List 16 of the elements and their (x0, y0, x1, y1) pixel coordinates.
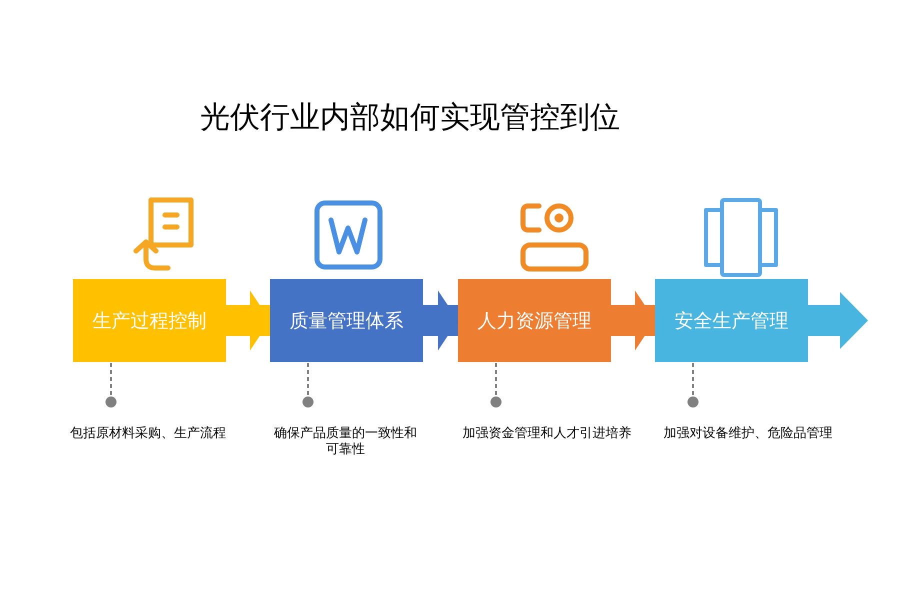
process-box: 生产过程控制 (73, 279, 226, 362)
process-box: 质量管理体系 (270, 279, 423, 362)
title: 光伏行业内部如何实现管控到位 (200, 99, 620, 137)
leader-line (106, 362, 116, 408)
note-text: 加强对设备维护、危险品管理 (648, 402, 848, 460)
block-arrow (423, 290, 458, 350)
leader-line (688, 362, 698, 408)
leader-line (490, 362, 502, 408)
process-box: 安全生产管理 (655, 279, 808, 362)
block-arrow (611, 290, 655, 350)
leader-line (302, 362, 314, 408)
block-arrow (226, 290, 270, 350)
note-text: 加强资金管理和人才引进培养 (447, 402, 647, 460)
note-text: 包括原材料采购、生产流程 (48, 402, 248, 460)
note-text: 确保产品质量的一致性和可靠性 (268, 402, 423, 460)
process-box: 人力资源管理 (458, 279, 611, 362)
